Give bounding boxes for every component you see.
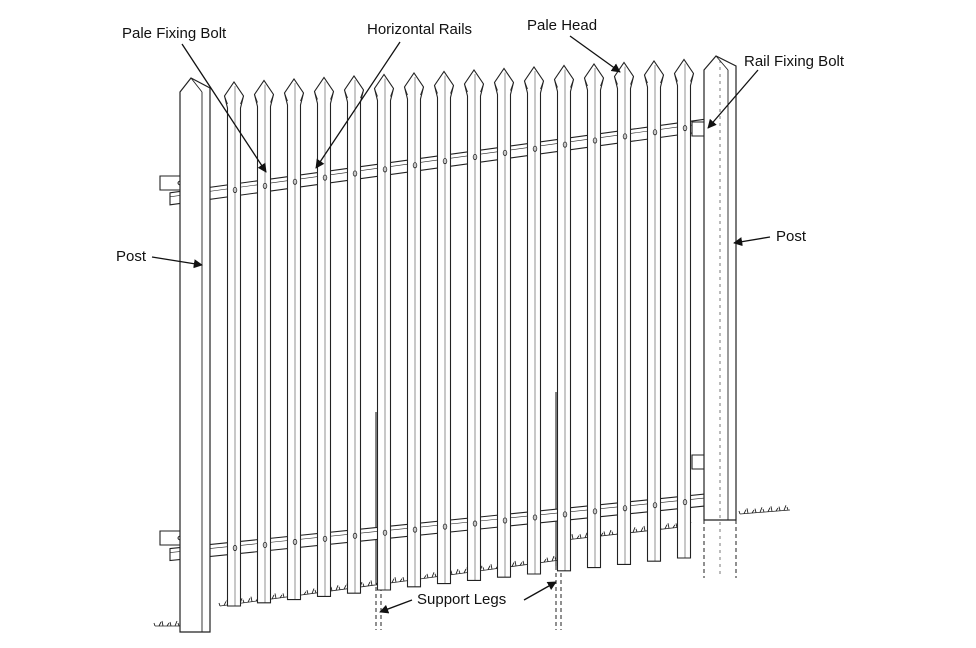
grass-beyond-post-base xyxy=(739,509,791,515)
label-post-left: Post xyxy=(116,248,147,265)
pale-fixing-bolt-bottom-4 xyxy=(322,535,328,542)
pale-fixing-bolt-top-9 xyxy=(472,154,478,161)
pale-fixing-bolt-bottom-1 xyxy=(232,545,238,552)
pale-head-13 xyxy=(584,77,604,87)
pale-1 xyxy=(223,81,245,607)
pale-fixing-bolt-top-5 xyxy=(352,170,358,177)
pale-fixing-bolt-top-2 xyxy=(262,182,268,189)
pale-fixing-bolt-bottom-12 xyxy=(562,511,568,518)
pale-fixing-bolt-bottom-7 xyxy=(412,526,418,533)
pale-fixing-bolt-bottom-11 xyxy=(532,514,538,521)
pale-head-7 xyxy=(404,86,424,96)
pale-head-3 xyxy=(284,92,304,102)
pale-6 xyxy=(373,73,395,591)
arrow-pale-head xyxy=(569,35,621,73)
pale-fixing-bolt-top-13 xyxy=(592,137,598,144)
pale-fixing-bolt-bottom-5 xyxy=(352,532,358,539)
post-left xyxy=(179,77,211,633)
pale-fixing-bolt-bottom-9 xyxy=(472,520,478,527)
pale-fixing-bolt-top-8 xyxy=(442,158,448,165)
pale-14 xyxy=(613,61,635,565)
pale-fixing-bolt-top-15 xyxy=(652,129,658,136)
pale-head-5 xyxy=(344,89,364,99)
pale-head-9 xyxy=(464,83,484,93)
pale-fixing-bolt-bottom-14 xyxy=(622,505,628,512)
label-pale-head: Pale Head xyxy=(527,17,598,34)
pale-head-2 xyxy=(254,94,274,103)
pale-head-10 xyxy=(494,82,514,91)
pale-2 xyxy=(253,79,275,604)
pale-head-4 xyxy=(314,91,334,100)
pale-head-11 xyxy=(524,80,544,90)
arrow-horizontal-rails xyxy=(315,41,401,169)
pale-fixing-bolt-top-1 xyxy=(232,187,238,194)
pale-head-8 xyxy=(434,85,454,94)
label-support-legs: Support Legs xyxy=(417,591,507,608)
pale-12 xyxy=(553,64,575,572)
label-arrows xyxy=(151,35,771,614)
label-horizontal-rails: Horizontal Rails xyxy=(367,21,473,38)
pale-10 xyxy=(493,67,515,578)
pales xyxy=(223,58,695,607)
pale-11 xyxy=(523,66,545,575)
pale-13 xyxy=(583,63,605,569)
arrow-post-right xyxy=(733,236,771,247)
pale-fixing-bolt-top-14 xyxy=(622,133,628,140)
grass-left-edge xyxy=(153,620,180,627)
pale-fixing-bolt-top-3 xyxy=(292,178,298,185)
pale-7 xyxy=(403,72,425,588)
pale-fixing-bolt-bottom-16 xyxy=(682,499,688,506)
pale-fixing-bolt-top-7 xyxy=(412,162,418,169)
pale-3 xyxy=(283,78,305,601)
grass-beyond-post xyxy=(738,505,789,515)
pale-fixing-bolt-bottom-8 xyxy=(442,523,448,530)
pale-head-16 xyxy=(674,73,694,82)
pale-fixing-bolt-bottom-10 xyxy=(502,517,508,524)
pale-head-12 xyxy=(554,79,574,88)
pale-16 xyxy=(673,58,695,559)
pale-fixing-bolt-top-4 xyxy=(322,174,328,181)
pale-fixing-bolt-bottom-2 xyxy=(262,541,268,548)
arrow-rail-fixing-bolt xyxy=(707,69,759,129)
arrow-support-legs-right xyxy=(523,581,557,601)
arrow-pale-fixing-bolt xyxy=(181,43,267,173)
pale-5 xyxy=(343,75,365,594)
pale-fixing-bolt-top-10 xyxy=(502,149,508,156)
label-post-right: Post xyxy=(776,228,807,245)
post-right-cap xyxy=(715,55,729,71)
pale-fixing-bolt-top-16 xyxy=(682,125,688,132)
pale-fixing-bolt-top-11 xyxy=(532,145,538,152)
pale-8 xyxy=(433,70,455,585)
pale-head-6 xyxy=(374,88,394,97)
pale-15 xyxy=(643,60,665,562)
arrow-support-legs-left xyxy=(379,599,413,614)
arrow-post-left xyxy=(151,256,203,269)
pale-fixing-bolt-bottom-13 xyxy=(592,508,598,515)
pale-fixing-bolt-top-12 xyxy=(562,141,568,148)
pale-head-15 xyxy=(644,74,664,84)
pale-fixing-bolt-bottom-3 xyxy=(292,538,298,545)
pale-4 xyxy=(313,76,335,597)
pale-head-14 xyxy=(614,76,634,85)
pale-fixing-bolt-bottom-15 xyxy=(652,502,658,509)
posts xyxy=(179,55,737,633)
pale-fixing-bolt-bottom-6 xyxy=(382,529,388,536)
pale-head-1 xyxy=(224,95,244,105)
label-rail-fixing-bolt: Rail Fixing Bolt xyxy=(744,53,845,70)
pale-fixing-bolt-top-6 xyxy=(382,166,388,173)
label-pale-fixing-bolt: Pale Fixing Bolt xyxy=(122,25,227,42)
pale-9 xyxy=(463,69,485,581)
post-left-cap xyxy=(190,77,203,93)
